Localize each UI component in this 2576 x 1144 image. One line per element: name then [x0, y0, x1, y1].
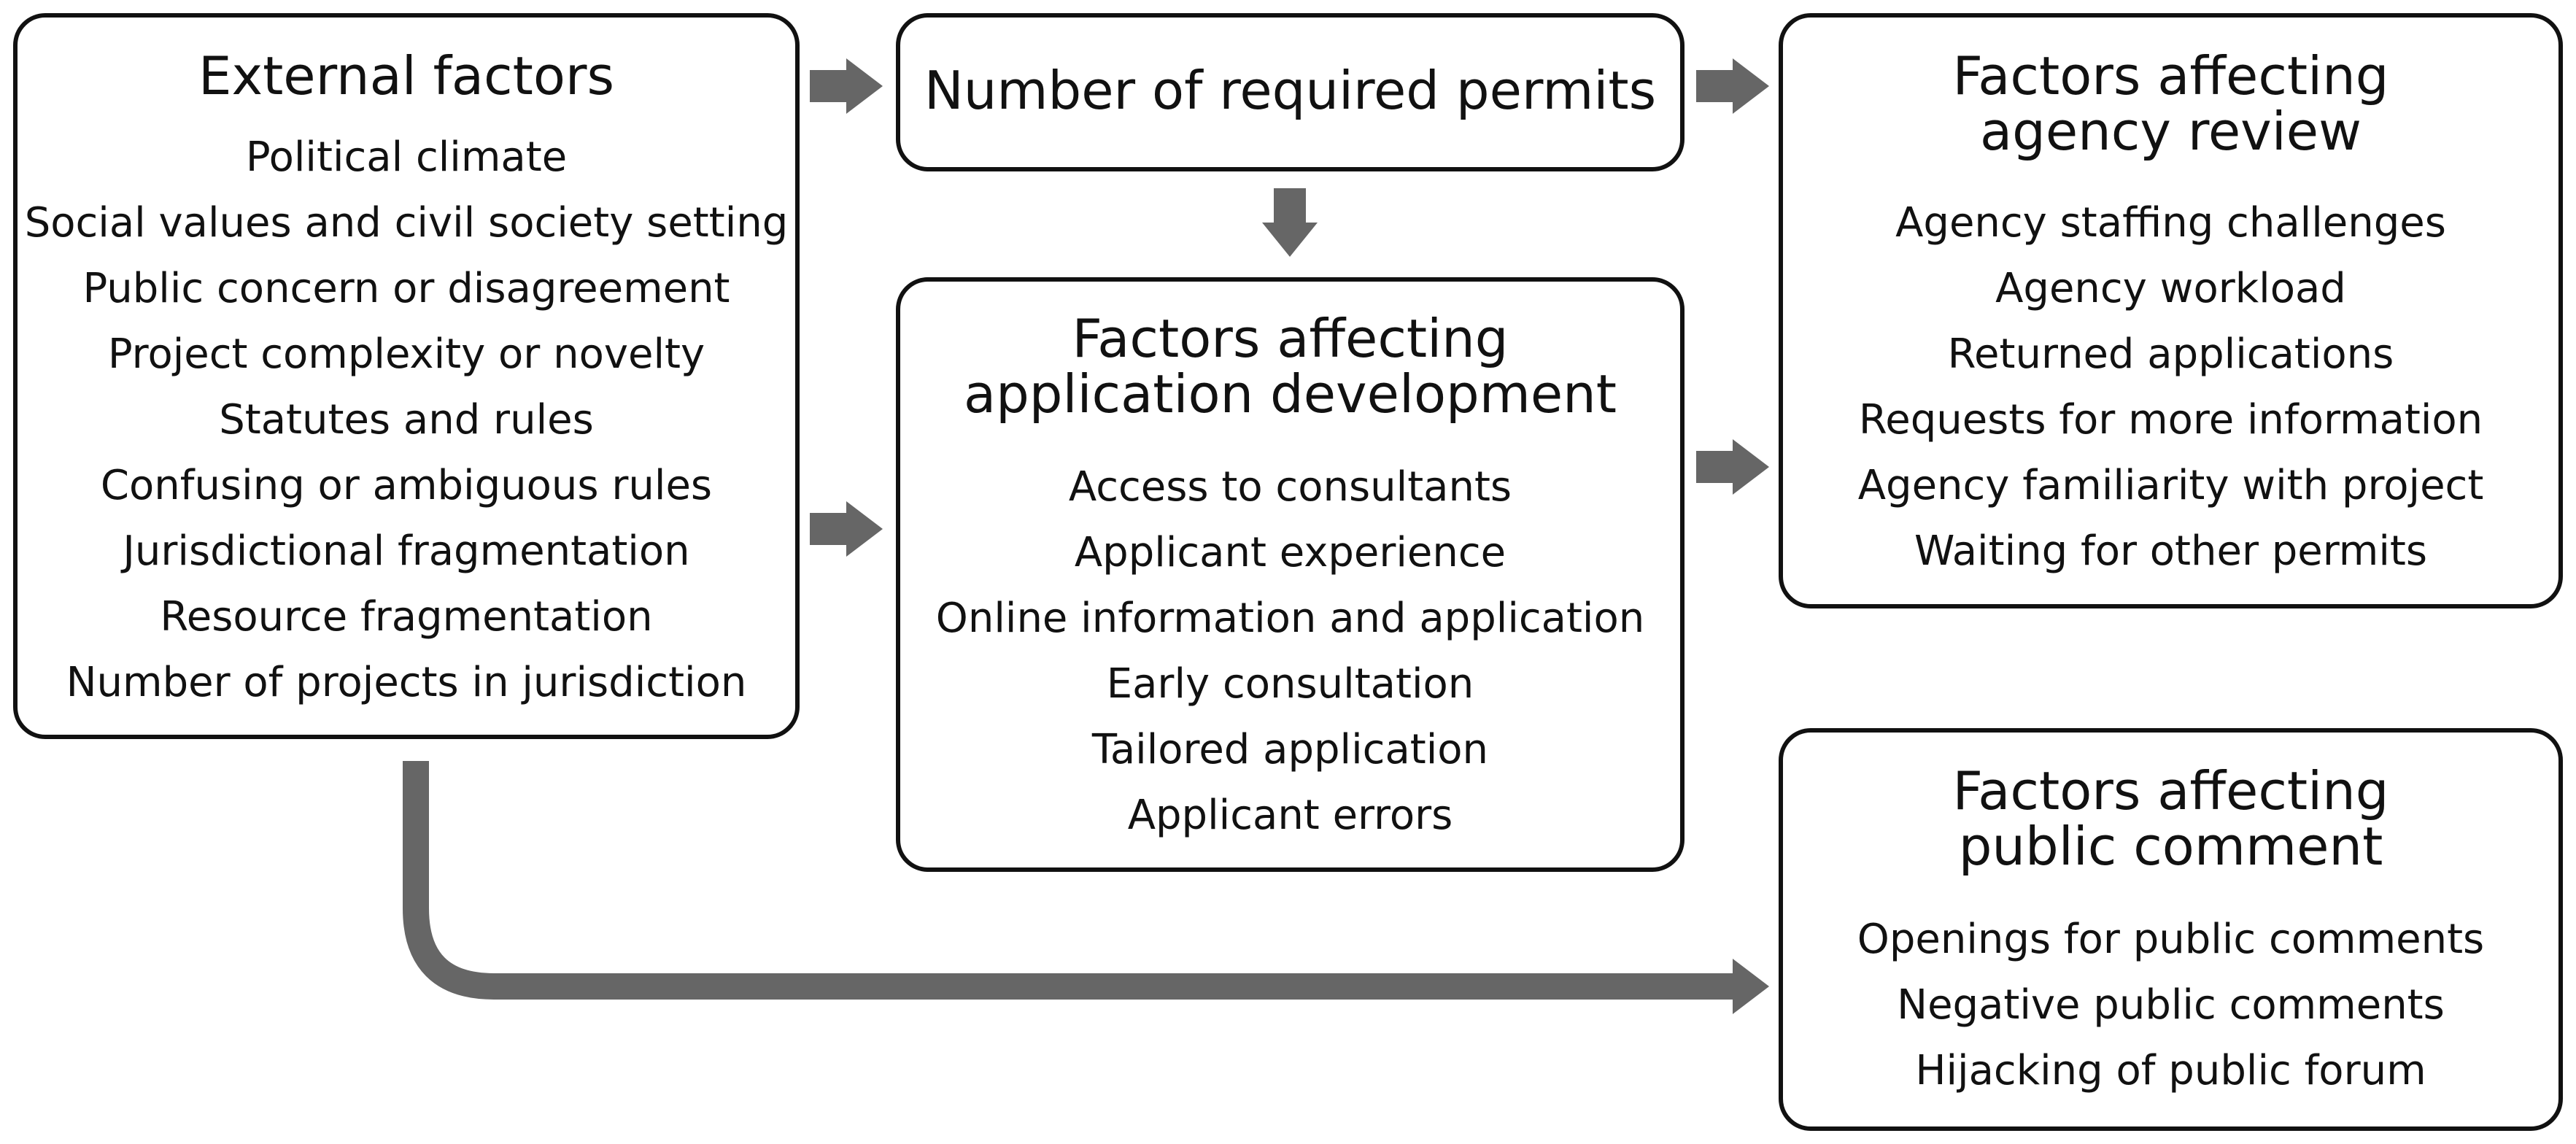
agency-review-box: Factors affecting agency review Agency s… — [1779, 13, 2563, 608]
application-factor-item: Early consultation — [1106, 660, 1474, 708]
application-factor-item: Online information and application — [935, 595, 1645, 642]
agency-review-item: Returned applications — [1947, 331, 2394, 378]
application-development-title-line2: application development — [963, 363, 1617, 425]
arrow-external-to-application-development — [810, 501, 883, 557]
external-factor-item: Statutes and rules — [219, 396, 594, 444]
application-factor-item: Access to consultants — [1068, 463, 1512, 511]
arrow-permits-to-agency-review — [1696, 58, 1769, 114]
application-factor-item: Applicant experience — [1074, 529, 1506, 576]
agency-review-item: Agency staffing challenges — [1895, 199, 2446, 247]
arrow-permits-to-application-development — [1262, 188, 1318, 257]
external-factor-item: Political climate — [245, 134, 568, 181]
arrow-external-to-permits — [810, 58, 883, 114]
agency-review-title-line2: agency review — [1980, 101, 2362, 162]
application-development-title-line1: Factors affecting — [1072, 308, 1509, 369]
agency-review-title-line1: Factors affecting — [1952, 45, 2389, 107]
public-comment-title: Factors affecting public comment — [1783, 763, 2558, 874]
application-development-box: Factors affecting application developmen… — [896, 277, 1685, 872]
external-factor-item: Confusing or ambiguous rules — [100, 462, 713, 509]
application-development-title: Factors affecting application developmen… — [900, 311, 1680, 422]
agency-review-item: Waiting for other permits — [1914, 527, 2428, 575]
arrow-application-to-agency-review — [1696, 439, 1769, 495]
external-factor-item: Resource fragmentation — [160, 593, 653, 641]
external-factor-item: Number of projects in jurisdiction — [66, 659, 747, 706]
external-factor-item: Social values and civil society setting — [24, 199, 789, 247]
application-factor-item: Tailored application — [1091, 726, 1489, 773]
application-factor-item: Applicant errors — [1127, 792, 1453, 839]
agency-review-item: Agency familiarity with project — [1857, 462, 2484, 509]
connector-external-to-public-comment — [403, 761, 1736, 1000]
public-comment-item: Openings for public comments — [1857, 916, 2485, 963]
external-factor-item: Public concern or disagreement — [82, 265, 730, 312]
agency-review-item: Requests for more information — [1858, 396, 2483, 444]
public-comment-item: Hijacking of public forum — [1915, 1047, 2426, 1094]
public-comment-title-line2: public comment — [1958, 816, 2383, 877]
public-comment-item: Negative public comments — [1897, 981, 2445, 1029]
external-factors-box: External factors Political climate Socia… — [13, 13, 800, 739]
required-permits-title: Number of required permits — [924, 60, 1657, 121]
public-comment-title-line1: Factors affecting — [1952, 760, 2389, 822]
agency-review-item: Agency workload — [1995, 265, 2346, 312]
public-comment-box: Factors affecting public comment Opening… — [1779, 728, 2563, 1131]
external-factors-title: External factors — [198, 45, 615, 107]
required-permits-box: Number of required permits — [896, 13, 1685, 171]
arrow-head-public-comment — [1733, 959, 1769, 1014]
agency-review-title: Factors affecting agency review — [1783, 48, 2558, 159]
external-factor-item: Project complexity or novelty — [107, 331, 705, 378]
external-factor-item: Jurisdictional fragmentation — [123, 527, 690, 575]
